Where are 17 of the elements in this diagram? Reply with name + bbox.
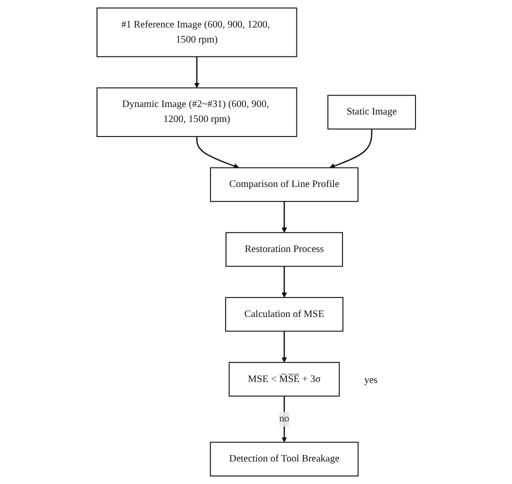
node-box: Dynamic Image (#2~#31) (600, 900, 1200, 1500 rpm) xyxy=(96,87,297,138)
arrow xyxy=(281,266,287,298)
node-box: MSE < M̅S̅E̅ + 3σ xyxy=(228,362,340,397)
branch-label: yes xyxy=(364,375,378,386)
node-box: Static Image xyxy=(327,94,416,130)
node-box: Restoration Process xyxy=(225,232,343,267)
arrow xyxy=(194,56,200,88)
edge-label: no xyxy=(279,414,289,424)
arrow xyxy=(329,129,372,169)
node-box: Calculation of MSE xyxy=(224,297,344,332)
arrow xyxy=(281,396,287,443)
node-box: Detection of Tool Breakage xyxy=(210,442,358,476)
node-box: #1 Reference Image (600, 900, 1200, 1500 rpm) xyxy=(96,8,297,58)
arrow xyxy=(281,201,287,233)
arrow xyxy=(281,331,287,363)
arrow xyxy=(196,136,239,169)
node-box: Comparison of Line Profile xyxy=(210,167,358,202)
